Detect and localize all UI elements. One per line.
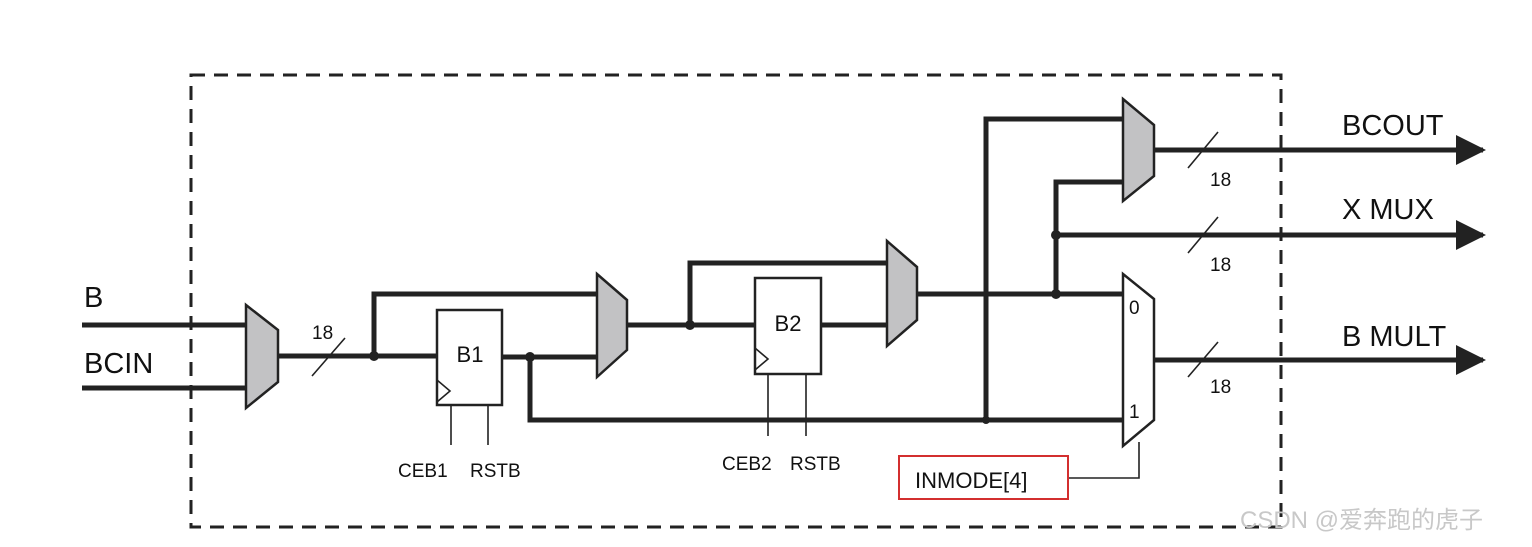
bcout-bus-width: 18 xyxy=(1210,170,1231,191)
bcout-mux xyxy=(1121,96,1156,204)
bmult-mux xyxy=(1121,271,1156,449)
mux-3 xyxy=(885,238,919,349)
input-b-label: B xyxy=(84,282,103,314)
input-mux xyxy=(244,302,280,411)
input-bus-width: 18 xyxy=(312,323,333,344)
b1-bypass-wire xyxy=(371,291,598,356)
b2-clock-marker xyxy=(754,347,770,371)
bmult-mux-input-0: 0 xyxy=(1129,298,1140,319)
bmult-bus-width: 18 xyxy=(1210,377,1231,398)
junction-vertical-bottom xyxy=(982,416,990,424)
b1-to-bcout-wire xyxy=(983,116,1124,420)
output-xmux-label: X MUX xyxy=(1342,194,1434,226)
inmode-select-line xyxy=(1068,442,1140,479)
junction-mux3-out xyxy=(1051,289,1061,299)
rstb1-label: RSTB xyxy=(470,461,521,482)
ceb2-label: CEB2 xyxy=(722,454,772,475)
xmux-bus-slash xyxy=(1187,216,1219,254)
output-bmult-label: B MULT xyxy=(1342,321,1446,353)
input-bus-slash xyxy=(311,337,346,377)
inmode-highlight-box xyxy=(898,455,1069,500)
rstb2-label: RSTB xyxy=(790,454,841,475)
watermark: CSDN @爱奔跑的虎子 xyxy=(1240,507,1483,534)
bmult-mux-input-1: 1 xyxy=(1129,402,1140,423)
xmux-bus-width: 18 xyxy=(1210,255,1231,276)
register-b1-label: B1 xyxy=(457,342,484,367)
register-b2-label: B2 xyxy=(775,311,802,336)
bcout-bus-slash xyxy=(1187,131,1219,169)
b1-clock-marker xyxy=(436,379,452,403)
bmult-bus-slash xyxy=(1187,341,1219,378)
mux-2 xyxy=(595,271,629,380)
input-bcin-label: BCIN xyxy=(84,348,153,380)
ceb1-label: CEB1 xyxy=(398,461,448,482)
output-bcout-label: BCOUT xyxy=(1342,110,1444,142)
b2-bypass-wire xyxy=(687,260,888,325)
block-boundary xyxy=(189,73,1283,529)
inmode-label: INMODE[4] xyxy=(915,468,1027,493)
mux-3-to-bcout-wire xyxy=(1053,179,1124,294)
b1-to-bmult-wire xyxy=(527,357,1124,423)
